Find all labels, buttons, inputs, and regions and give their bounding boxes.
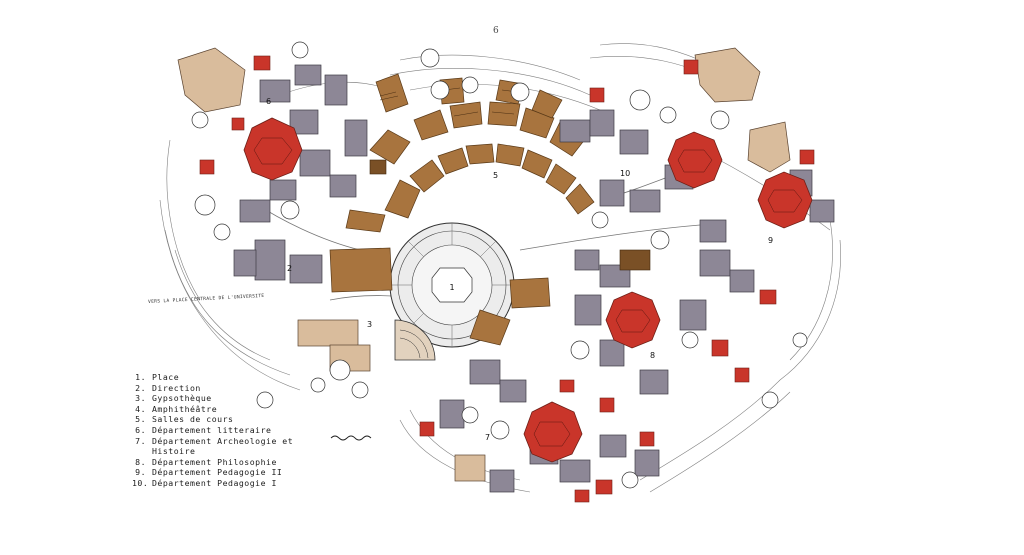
legend-num: 10.: [132, 477, 149, 488]
legend-item: 6. Département litteraire: [132, 425, 362, 436]
legend-num: 2.: [135, 382, 146, 393]
legend-item: 1. Place: [132, 372, 362, 383]
legend-num: 7.: [135, 435, 146, 446]
map-label-10: 10: [620, 169, 630, 178]
legend-num: 1.: [135, 372, 146, 382]
legend-item: 3. Gypsothèque: [132, 393, 362, 404]
legend-num: 9.: [135, 467, 146, 478]
dark-brown-blocks: [369, 159, 651, 271]
red-blocks: [199, 55, 815, 503]
legend-num: 8.: [135, 456, 146, 467]
north-mark: [330, 435, 372, 441]
legend-item: 4. Amphithéâtre: [132, 404, 362, 415]
map-label-2: 2: [287, 264, 292, 273]
legend-label: Amphithéâtre: [152, 403, 218, 414]
map-label-9: 9: [768, 236, 773, 245]
map-label-5: 5: [493, 171, 498, 180]
legend-label: Département Archeologie et: [152, 435, 294, 446]
amphitheatre: [394, 319, 436, 361]
map-number-labels: 1 2 3 5 6 7 8 9 10: [266, 97, 773, 442]
legend-item: 5. Salles de cours: [132, 414, 362, 425]
legend-label: Département Pedagogie I: [152, 477, 277, 488]
map-label-6: 6: [266, 97, 271, 106]
legend-label: Département Pedagogie II: [152, 467, 283, 478]
legend-label: Direction: [152, 382, 201, 393]
map-label-3: 3: [367, 320, 372, 329]
legend-num: 4.: [135, 403, 146, 414]
legend-item-continuation: Histoire: [152, 446, 196, 457]
legend: 1. Place 2. Direction 3. Gypsothèque 4. Amph…: [132, 372, 362, 489]
legend-label: Place: [152, 372, 180, 382]
beige-buildings: [177, 47, 791, 482]
legend-item: 7. Département Archeologie et: [132, 436, 362, 447]
map-label-7: 7: [485, 433, 490, 442]
legend-label: Département litteraire: [152, 424, 272, 435]
map-label-8: 8: [650, 351, 655, 360]
red-octagons: [243, 117, 813, 463]
legend-num: 6.: [135, 424, 146, 435]
legend-item: 10.Département Pedagogie I: [132, 478, 362, 489]
legend-item: 9. Département Pedagogie II: [132, 467, 362, 478]
map-label-1: 1: [449, 283, 454, 292]
legend-label: Gypsothèque: [152, 393, 212, 404]
legend-label: Département Philosophie: [152, 456, 277, 467]
legend-label: Salles de cours: [152, 414, 234, 425]
legend-num: 3.: [135, 393, 146, 404]
legend-num: 5.: [135, 414, 146, 425]
legend-item: 2. Direction: [132, 383, 362, 394]
page-number: 6: [493, 26, 499, 36]
red-octagon-details: [253, 137, 803, 447]
trees: [191, 41, 808, 489]
legend-item: 8. Département Philosophie: [132, 457, 362, 468]
